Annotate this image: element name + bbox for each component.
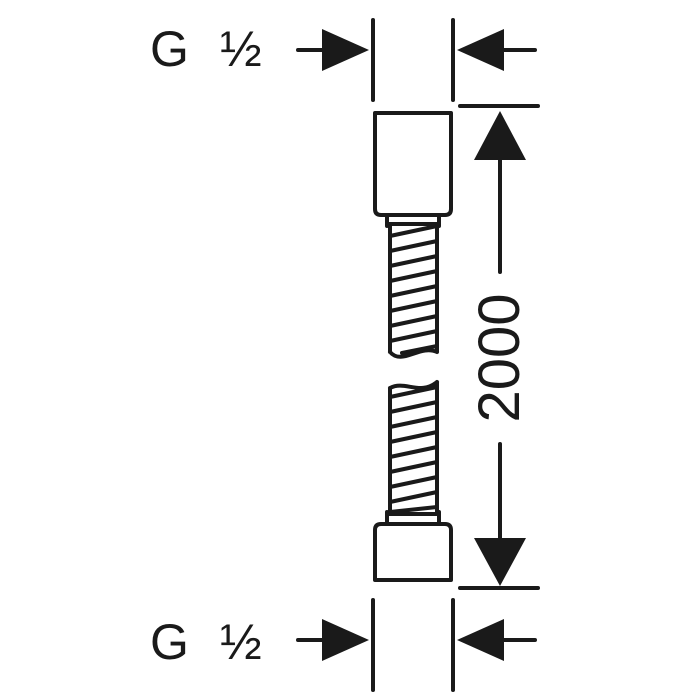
length-dimension-label: 2000 xyxy=(467,293,532,423)
hose-upper-spiral xyxy=(388,224,439,355)
top-nut xyxy=(373,111,453,217)
dimension-arrowhead-bottom-left xyxy=(322,619,369,661)
dimension-arrowhead-top-right xyxy=(457,29,504,71)
thread-size: ½ xyxy=(220,614,262,670)
dimension-arrowhead-bottom-right xyxy=(457,619,504,661)
thread-letter: G xyxy=(150,614,189,670)
thread-letter: G xyxy=(150,21,189,77)
length-arrowhead-down xyxy=(474,538,526,586)
length-arrowhead-up xyxy=(474,111,526,160)
bottom-nut xyxy=(373,522,453,582)
hose-lower-spiral xyxy=(388,385,439,514)
dimension-arrowhead-top-left xyxy=(322,29,369,71)
thread-size: ½ xyxy=(220,21,262,77)
